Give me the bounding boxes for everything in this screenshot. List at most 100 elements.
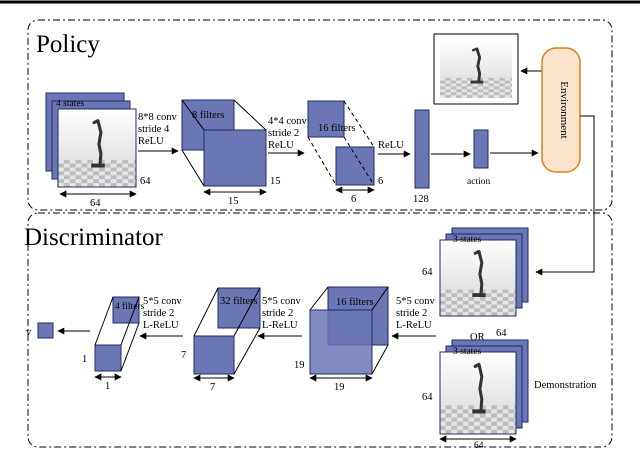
policy-vol16-height: 6 <box>378 176 383 187</box>
policy-title: Policy <box>36 31 100 58</box>
environment-label: Environment <box>558 81 570 138</box>
policy-volume-8: 8 filters 15 15 <box>181 99 281 207</box>
disc-vol4-edge <box>120 322 140 372</box>
policy-conv2-stride: stride 2 <box>268 128 299 139</box>
policy-state-frame <box>58 109 136 187</box>
policy-fc-layer <box>414 109 430 189</box>
policy-state-outline <box>57 108 137 188</box>
policy-vol16-filters: 16 filters <box>318 123 356 134</box>
disc-vol4-edge <box>94 296 114 346</box>
policy-vol16-edge <box>307 136 337 186</box>
disc-vol32-edge <box>233 327 261 375</box>
disc-demo-caption: Demonstration <box>534 380 597 391</box>
disc-generated-height: 64 <box>422 267 433 278</box>
policy-input-width: 64 <box>90 198 101 209</box>
disc-conv3-stride: stride 2 <box>143 308 174 319</box>
disc-conv2-kernel: 5*5 conv <box>262 296 302 307</box>
disc-vol16-filters: 16 filters <box>336 297 374 308</box>
policy-vol8-height: 15 <box>270 176 281 187</box>
policy-conv1-activation: ReLU <box>138 136 164 147</box>
disc-demo-states-label: 3 states <box>453 347 482 357</box>
disc-volume-4: 4 filters 1 1 <box>82 296 145 392</box>
disc-conv1-stride: stride 2 <box>396 308 427 319</box>
disc-generated-frame <box>440 240 516 316</box>
disc-vol32-filters: 32 filters <box>220 296 258 307</box>
disc-conv3-label: 5*5 conv stride 2 L-ReLU <box>143 296 183 331</box>
disc-vol16-height: 19 <box>294 360 305 371</box>
policy-conv1-stride: stride 4 <box>138 124 170 135</box>
policy-vol8-filters: 8 filters <box>192 110 224 121</box>
disc-conv1-label: 5*5 conv stride 2 L-ReLU <box>396 296 436 331</box>
disc-vol16-edge <box>371 344 389 375</box>
policy-frame <box>27 19 613 211</box>
policy-vol16-back <box>307 100 345 138</box>
disc-vol32-width: 7 <box>210 382 215 393</box>
disc-vol32-edge <box>233 287 261 337</box>
disc-conv3-kernel: 5*5 conv <box>143 296 183 307</box>
policy-vol16-front <box>335 146 375 186</box>
disc-vol32-back <box>217 287 261 329</box>
policy-vol8-edge <box>181 99 205 131</box>
discriminator-title: Discriminator <box>24 224 164 251</box>
policy-input-stack: 4 states 64 64 <box>45 92 151 209</box>
disc-generated-width: 64 <box>496 328 507 339</box>
policy-vol8-front <box>203 129 267 187</box>
disc-demo-frame <box>440 352 516 434</box>
policy-vol8-edge <box>181 149 205 187</box>
disc-conv1-activation: L-ReLU <box>396 320 432 331</box>
policy-conv1-kernel: 8*8 conv <box>138 112 178 123</box>
disc-output-node <box>37 322 54 339</box>
disc-output-label: v <box>26 327 32 338</box>
disc-vol4-edge <box>120 296 140 346</box>
env-to-discriminator-connector <box>535 115 595 276</box>
env-observation-image <box>440 40 512 98</box>
policy-conv2-label: 4*4 conv stride 2 ReLU <box>268 116 308 151</box>
policy-action-layer <box>473 129 489 169</box>
policy-vol8-edge <box>233 99 267 131</box>
disc-vol4-front <box>94 344 122 372</box>
disc-vol16-width: 19 <box>334 382 345 393</box>
disc-vol4-filters: 4 filters <box>115 301 145 312</box>
policy-vol16-width: 6 <box>351 194 356 205</box>
environment-box <box>541 47 581 173</box>
disc-or-label: OR <box>470 332 485 343</box>
policy-fc-size: 128 <box>413 194 429 205</box>
policy-vol16-edge <box>343 136 375 186</box>
disc-vol16-edge <box>371 286 389 311</box>
disc-generated-stack: 3 states 64 64 <box>422 227 529 339</box>
disc-vol16-front <box>309 309 373 375</box>
disc-volume-32: 32 filters 7 7 <box>181 287 261 393</box>
policy-vol8-width: 15 <box>228 196 239 207</box>
disc-vol4-height: 1 <box>82 354 87 365</box>
disc-conv1-kernel: 5*5 conv <box>396 296 436 307</box>
disc-demo-outline <box>439 351 517 435</box>
disc-generated-outline <box>439 239 517 317</box>
disc-conv2-label: 5*5 conv stride 2 L-ReLU <box>262 296 302 331</box>
policy-conv2-kernel: 4*4 conv <box>268 116 308 127</box>
disc-generated-states-label: 3 states <box>453 235 482 245</box>
disc-volume-16: 16 filters 19 19 <box>294 286 389 393</box>
policy-input-height: 64 <box>140 176 151 187</box>
discriminator-frame <box>27 212 613 448</box>
policy-action-label: action <box>467 177 490 187</box>
disc-demonstration-stack: 3 states 64 64 Demonstration <box>422 339 597 451</box>
policy-conv1-label: 8*8 conv stride 4 ReLU <box>138 112 178 147</box>
policy-states-label: 4 states <box>56 99 85 109</box>
policy-relu-label: ReLU <box>378 140 404 151</box>
disc-vol32-height: 7 <box>181 350 186 361</box>
disc-vol32-edge <box>193 287 219 337</box>
disc-vol32-front <box>193 335 235 375</box>
policy-volume-16: 16 filters 6 6 <box>307 100 383 205</box>
disc-conv2-stride: stride 2 <box>262 308 293 319</box>
policy-conv2-activation: ReLU <box>268 140 294 151</box>
disc-conv3-activation: L-ReLU <box>143 320 179 331</box>
disc-vol4-back <box>112 296 140 324</box>
disc-demo-height: 64 <box>422 392 433 403</box>
policy-vol16-edge <box>343 100 375 148</box>
disc-conv2-activation: L-ReLU <box>262 320 298 331</box>
disc-vol4-width: 1 <box>105 381 110 392</box>
disc-demo-width: 64 <box>474 441 484 451</box>
disc-vol16-edge <box>309 286 329 311</box>
